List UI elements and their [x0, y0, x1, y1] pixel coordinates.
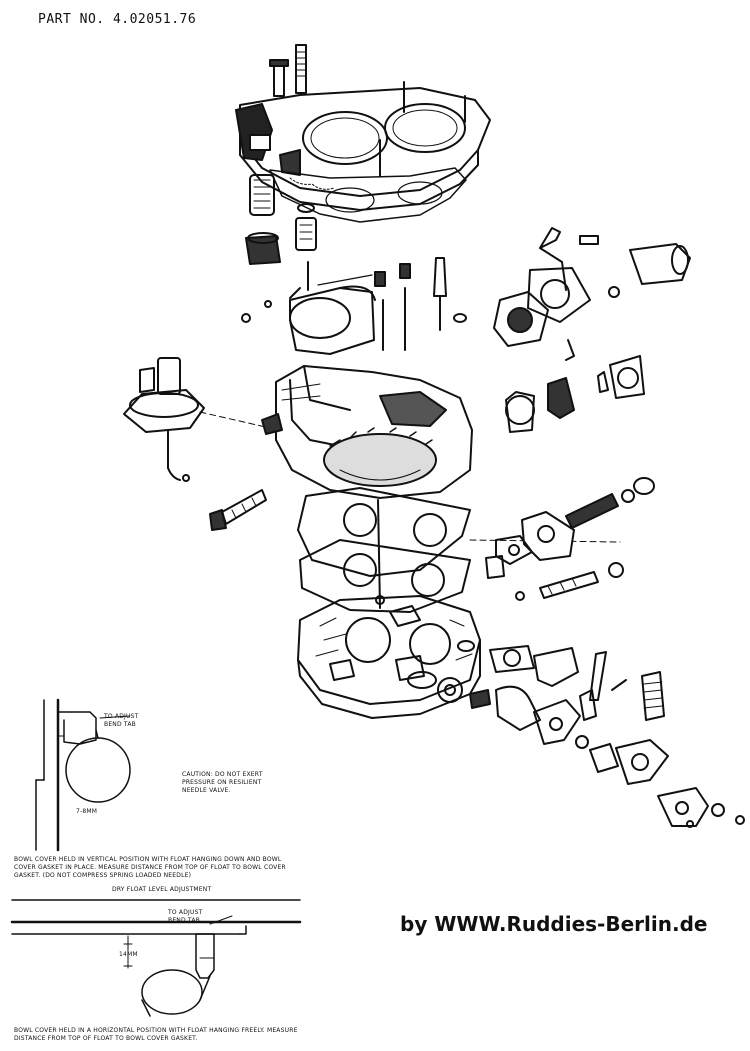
- throttle-body: [298, 596, 480, 718]
- vacuum-diaphragm: [124, 358, 204, 481]
- fuel-filter: [246, 175, 280, 264]
- website-credit: by WWW.Ruddies-Berlin.de: [400, 912, 708, 936]
- cover-gasket: [270, 168, 466, 222]
- cover-studs: [270, 45, 465, 176]
- part-number: PART NO. 4.02051.76: [38, 12, 197, 27]
- choke-assembly: [494, 228, 690, 360]
- diaphragm-leader-line: [200, 412, 270, 428]
- float-level-inset-vertical: [36, 700, 130, 850]
- throttle-linkage: [438, 478, 744, 827]
- caution-note: CAUTION: DO NOT EXERT PRESSURE ON RESILI…: [182, 771, 263, 794]
- dry-float-title: DRY FLOAT LEVEL ADJUSTMENT: [112, 886, 212, 893]
- jets-and-screws: [375, 258, 466, 350]
- base-gaskets: [298, 488, 470, 612]
- measurement-14mm: 14MM: [119, 951, 138, 958]
- adjust-note-horizontal: TO ADJUST BEND TAB: [168, 909, 203, 924]
- measurement-7-8mm: 7-8MM: [76, 808, 98, 815]
- pump-linkage: [506, 356, 644, 432]
- instructions-horizontal: BOWL COVER HELD IN A HORIZONTAL POSITION…: [14, 1027, 298, 1042]
- instructions-vertical: BOWL COVER HELD IN VERTICAL POSITION WIT…: [14, 856, 286, 879]
- adjust-note-vertical: TO ADJUST BEND TAB: [104, 713, 139, 728]
- idle-mixture-screw: [210, 490, 266, 530]
- float-level-inset-horizontal: [12, 916, 300, 1016]
- air-horn-cover: [236, 88, 490, 210]
- float-assembly: [242, 275, 375, 354]
- needle-valve: [296, 204, 316, 290]
- carburetor-body: [262, 366, 472, 498]
